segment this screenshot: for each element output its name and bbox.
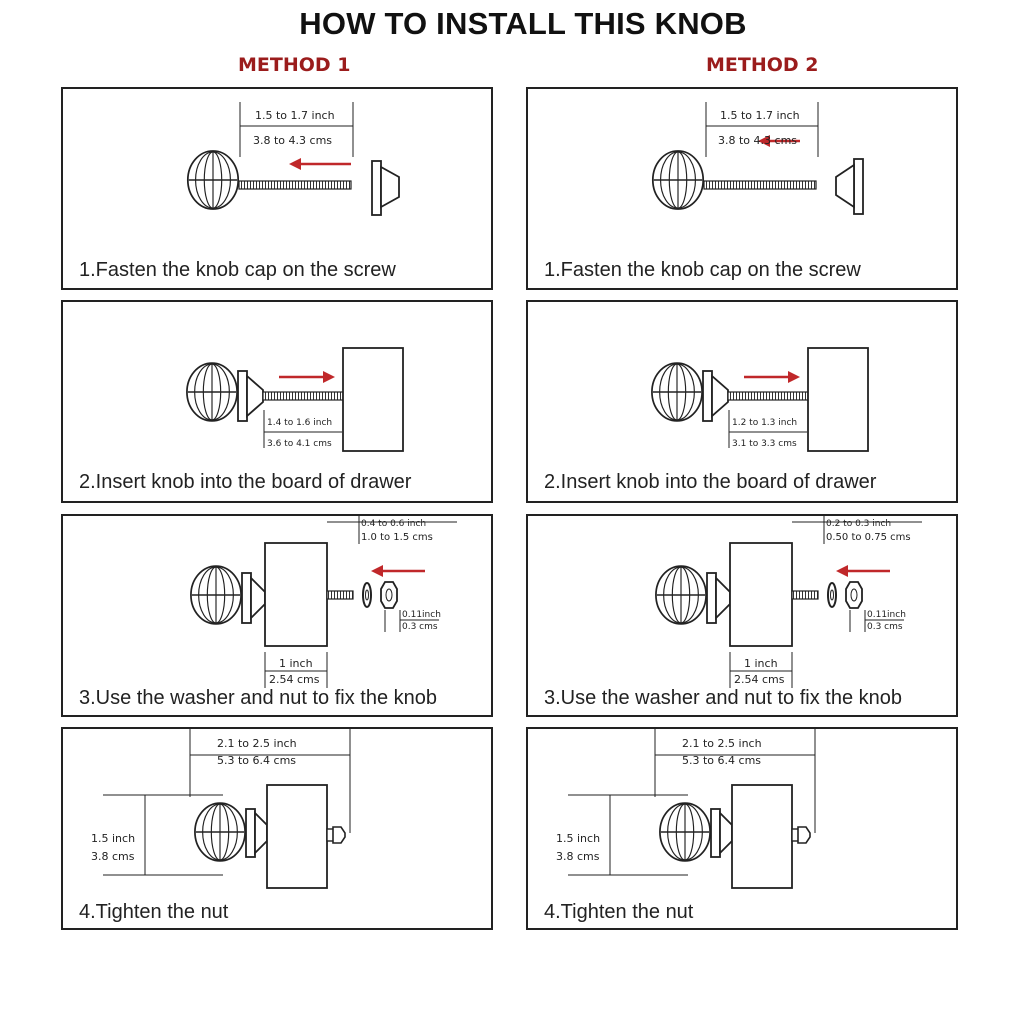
method-2-step-1-panel: 1.5 to 1.7 inch 3.8 to 4.3 cms 1.Fasten …: [526, 87, 958, 290]
measure-nut-cms: 0.3 cms: [402, 622, 438, 632]
method-2-step-2-panel: 1.2 to 1.3 inch 3.1 to 3.3 cms 2.Insert …: [526, 300, 958, 503]
step-1-illustration: [651, 102, 864, 215]
method-2-step-4-panel: 2.1 to 2.5 inch 5.3 to 6.4 cms 1.5 inch …: [526, 727, 958, 930]
step-2-caption: 2.Insert knob into the board of drawer: [79, 471, 412, 493]
measure-screw-cms: 3.1 to 3.3 cms: [732, 439, 797, 449]
method-1-step-2-panel: 1.4 to 1.6 inch 3.6 to 4.1 cms 2.Insert …: [61, 300, 493, 503]
measure-total-cms: 5.3 to 6.4 cms: [682, 754, 762, 767]
step-4-illustration: [568, 729, 816, 889]
step-2-illustration: [651, 347, 869, 452]
step-1-caption: 1.Fasten the knob cap on the screw: [79, 259, 396, 281]
measure-total-inch: 2.1 to 2.5 inch: [682, 737, 762, 750]
step-4-caption: 4.Tighten the nut: [544, 901, 694, 923]
measure-height-inch: 1.5 inch: [91, 832, 136, 845]
measure-length-cms: 3.8 to 4.3 cms: [718, 134, 798, 147]
measure-total-inch: 2.1 to 2.5 inch: [217, 737, 297, 750]
measure-nut-cms: 0.3 cms: [867, 622, 903, 632]
measure-length-cms: 3.8 to 4.3 cms: [253, 134, 333, 147]
measure-nut-inch: 0.11inch: [402, 610, 441, 620]
step-2-illustration: [186, 347, 404, 452]
page-title: HOW TO INSTALL THIS KNOB: [299, 6, 747, 41]
measure-screw-inch: 1.2 to 1.3 inch: [732, 418, 798, 428]
step-3-illustration: [190, 516, 457, 688]
method-1-step-4-panel: 2.1 to 2.5 inch 5.3 to 6.4 cms 1.5 inch …: [61, 727, 493, 930]
measure-board-cms: 2.54 cms: [269, 673, 320, 686]
measure-screw-cms: 3.6 to 4.1 cms: [267, 439, 332, 449]
step-4-caption: 4.Tighten the nut: [79, 901, 229, 923]
measure-gap-cms: 1.0 to 1.5 cms: [361, 532, 433, 543]
step-1-caption: 1.Fasten the knob cap on the screw: [544, 259, 861, 281]
measure-board-inch: 1 inch: [744, 657, 778, 670]
measure-total-cms: 5.3 to 6.4 cms: [217, 754, 297, 767]
measure-gap-inch: 0.2 to 0.3 inch: [826, 519, 892, 529]
method-2-label: METHOD 2: [706, 54, 819, 76]
step-4-illustration: [103, 729, 351, 889]
step-3-caption: 3.Use the washer and nut to fix the knob: [79, 687, 437, 709]
step-3-caption: 3.Use the washer and nut to fix the knob: [544, 687, 902, 709]
method-1-step-1-panel: 1.5 to 1.7 inch 3.8 to 4.3 cms 1.Fasten …: [61, 87, 493, 290]
measure-length-inch: 1.5 to 1.7 inch: [255, 109, 335, 122]
method-2-step-3-panel: 0.2 to 0.3 inch 0.50 to 0.75 cms 0.11inc…: [526, 514, 958, 717]
measure-nut-inch: 0.11inch: [867, 610, 906, 620]
measure-height-cms: 3.8 cms: [91, 850, 135, 863]
measure-height-inch: 1.5 inch: [556, 832, 601, 845]
measure-gap-inch: 0.4 to 0.6 inch: [361, 519, 427, 529]
step-3-illustration: [655, 516, 922, 688]
measure-board-cms: 2.54 cms: [734, 673, 785, 686]
measure-height-cms: 3.8 cms: [556, 850, 600, 863]
measure-screw-inch: 1.4 to 1.6 inch: [267, 418, 333, 428]
method-1-step-3-panel: 0.4 to 0.6 inch 1.0 to 1.5 cms 0.11inch …: [61, 514, 493, 717]
measure-length-inch: 1.5 to 1.7 inch: [720, 109, 800, 122]
method-1-label: METHOD 1: [238, 54, 351, 76]
step-1-illustration: [186, 102, 400, 216]
measure-board-inch: 1 inch: [279, 657, 313, 670]
step-2-caption: 2.Insert knob into the board of drawer: [544, 471, 877, 493]
measure-gap-cms: 0.50 to 0.75 cms: [826, 532, 911, 543]
